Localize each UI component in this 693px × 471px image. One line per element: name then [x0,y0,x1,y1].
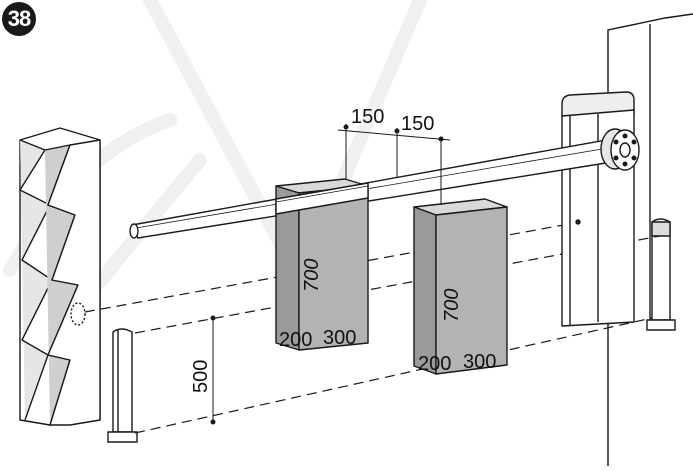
barrier-boom-front [275,182,369,215]
dimension-offset-a: 150 [351,106,384,128]
detection-box-right [413,198,508,375]
dimension-offset-b: 150 [401,113,434,135]
box-right-depth: 300 [463,351,496,373]
photocell-post-left [107,328,138,443]
dimension-lines-top [337,124,451,205]
folded-wall-left [19,127,101,426]
motor-flange [600,128,640,171]
box-right-height: 700 [441,289,463,322]
dimension-height: 500 [190,360,212,393]
box-left-depth: 300 [323,327,356,349]
box-left-width: 200 [279,329,312,351]
photocell-post-right [646,218,676,331]
box-left-height: 700 [301,259,323,292]
detection-box-left [275,178,369,351]
box-right-width: 200 [418,353,451,375]
barrier-cabinet [561,91,635,327]
dimension-line-height [210,315,216,425]
figure-number-badge: 38 [2,2,36,36]
